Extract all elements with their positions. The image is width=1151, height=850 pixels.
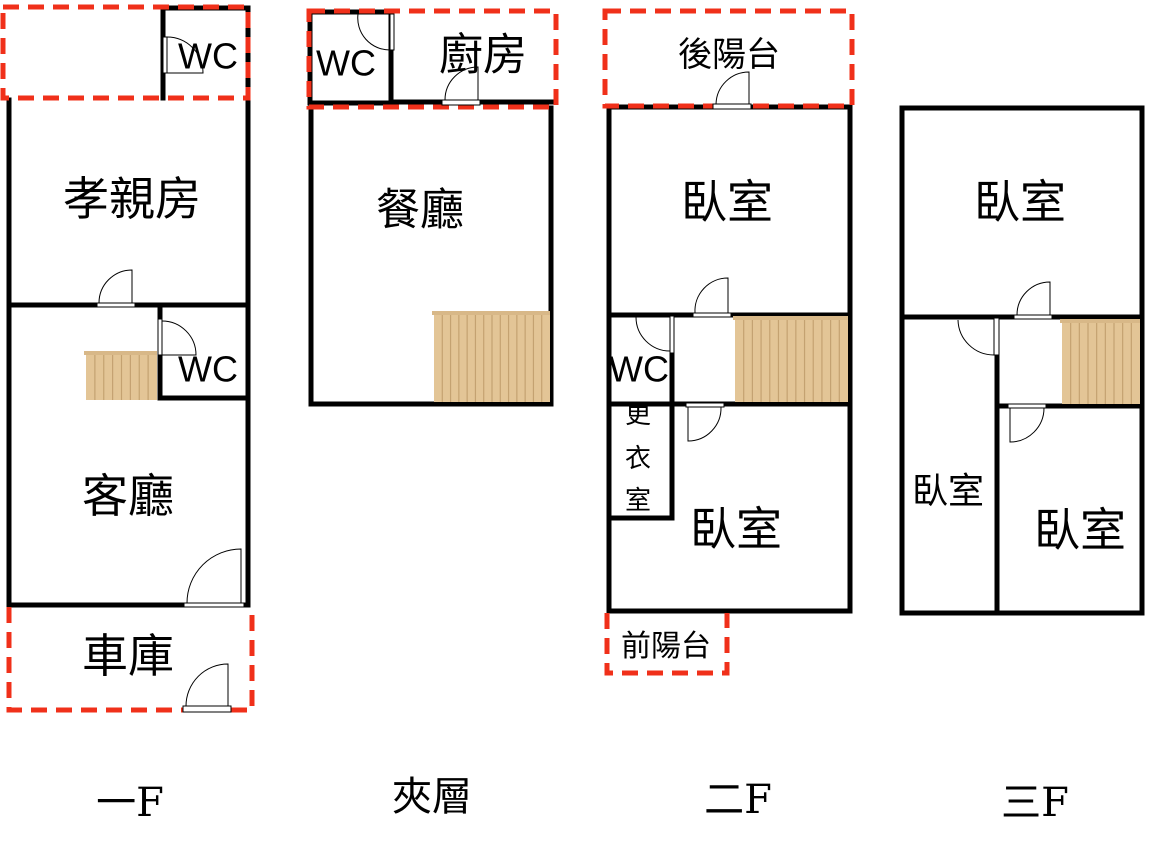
staircase <box>432 311 550 402</box>
room-label-bedroom: 臥室 <box>974 175 1066 229</box>
room-label-wc: WC <box>609 349 669 390</box>
door-parents-room <box>96 269 136 308</box>
outdoor-area-garage <box>6 607 255 713</box>
stair-edge <box>432 311 550 315</box>
door-rear-balcony <box>712 71 752 110</box>
room-label-closet: 更 <box>625 400 651 430</box>
door-bedroom-left <box>957 317 1000 356</box>
floor-1f: WC 孝親房 WC 客廳 車庫 <box>0 4 255 713</box>
outdoor-area-front-balcony <box>604 613 730 676</box>
room-label-rear-balcony: 後陽台 <box>678 35 780 75</box>
staircase <box>733 316 848 402</box>
room-label-front-balcony: 前陽台 <box>621 629 711 664</box>
floor-3f: 臥室 臥室 臥室 <box>899 105 1145 616</box>
room-label-bedroom: 臥室 <box>1034 503 1126 557</box>
room-label-bedroom: 臥室 <box>690 502 782 556</box>
wall <box>308 100 554 407</box>
outdoor-area-kitchen <box>306 8 559 110</box>
door-wc-mid <box>157 318 197 356</box>
door-wc <box>635 315 675 354</box>
door-bedroom-right <box>1007 403 1047 443</box>
stair-edge <box>733 316 848 320</box>
room-label-garage: 車庫 <box>82 629 174 683</box>
door-bedroom-top <box>692 277 732 318</box>
door-bedroom-top <box>1013 281 1053 320</box>
room-label-closet: 室 <box>625 486 651 516</box>
floor-label-1f: 一F <box>96 780 164 826</box>
room-label-bedroom: 臥室 <box>912 471 984 512</box>
room-label-dining-room: 餐廳 <box>376 185 464 236</box>
floor-label-3f: 三F <box>1001 780 1069 826</box>
stair-edge <box>1060 319 1140 323</box>
staircase <box>1060 319 1140 404</box>
door-wc <box>357 13 395 51</box>
wall <box>899 105 1145 616</box>
room-label-wc: WC <box>178 36 238 77</box>
stair-fill <box>1062 319 1140 404</box>
door-wc-top <box>162 36 204 74</box>
floor-mezzanine: WC 廚房 餐廳 <box>306 8 559 407</box>
room-label-bedroom: 臥室 <box>681 175 773 229</box>
wall <box>606 312 675 521</box>
room-label-closet: 衣 <box>625 444 651 474</box>
door-garage <box>182 663 232 713</box>
room-label-wc: WC <box>316 43 376 84</box>
outdoor-area-top <box>0 4 251 101</box>
door-kitchen <box>441 66 481 106</box>
room-label-kitchen: 廚房 <box>439 30 527 81</box>
room-label-living-room: 客廳 <box>82 469 174 523</box>
room-label-wc: WC <box>178 349 238 390</box>
door-living-room <box>183 548 245 608</box>
staircase <box>84 351 157 400</box>
door-bedroom-bottom <box>685 402 725 442</box>
stair-fill <box>735 316 848 402</box>
wall <box>606 104 853 614</box>
floor-label-2f: 二F <box>704 777 772 823</box>
room-label-parents-room: 孝親房 <box>63 172 201 226</box>
floor-2f: WC 後陽台 臥室 更 衣 室 臥室 前陽台 <box>602 8 855 676</box>
stair-edge <box>84 351 157 355</box>
floor-label-mezzanine: 夾層 <box>392 774 472 820</box>
